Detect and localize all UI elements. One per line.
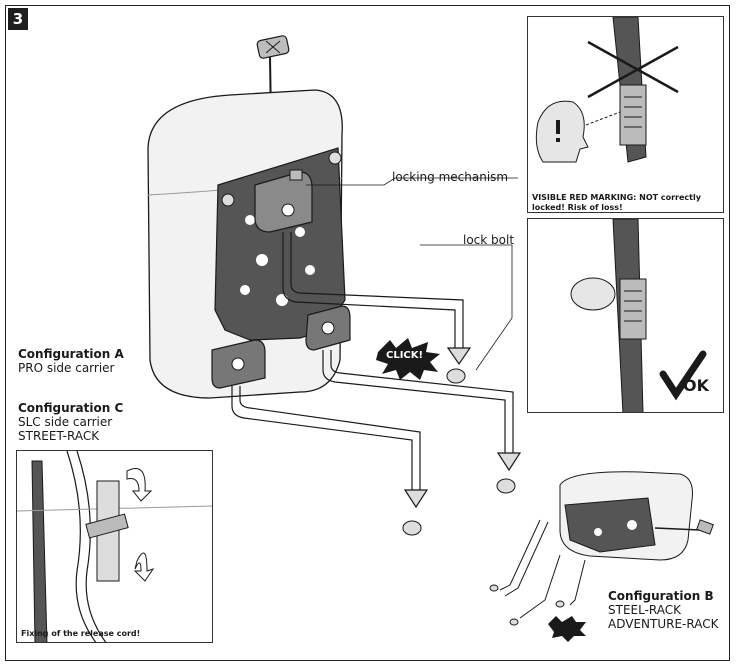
movement-arrows [231,232,522,509]
config-c-title: Configuration C [18,401,124,415]
config-a-title: Configuration A [18,347,124,361]
warning-caption-line2: locked! Risk of loss! [532,203,623,212]
label-lock-bolt: lock bolt [463,233,515,247]
config-c-label: Configuration C SLC side carrier STREET-… [18,401,123,443]
config-b-illustration [489,471,714,642]
warning-caption-line1: VISIBLE RED MARKING: NOT correctly [532,193,701,202]
click-burst-small [548,616,586,642]
config-b-label: Configuration B STEEL-RACK ADVENTURE-RAC… [608,589,718,631]
label-locking-mechanism: locking mechanism [392,170,509,184]
lock-bolts [402,368,516,536]
warning-caption: VISIBLE RED MARKING: NOT correctly locke… [532,193,701,212]
step-number-badge: 3 [8,8,28,30]
config-a-label: Configuration A PRO side carrier [18,347,124,375]
head-icon [535,100,589,163]
lower-hooks [211,305,351,389]
checkmark-icon [659,350,707,401]
cord-caption: Fixing of the release cord! [21,629,141,638]
config-b-line2: ADVENTURE-RACK [608,617,719,631]
config-a-line1: PRO side carrier [18,361,115,375]
figure-frame [5,5,730,661]
config-b-title: Configuration B [608,589,714,603]
locking-mechanism [254,169,313,233]
leader-lines [306,177,518,371]
inset-release-cord: Fixing of the release cord! [16,450,213,643]
click-label: CLICK! [386,350,424,361]
ok-label: OK [683,376,709,395]
click-burst [376,338,440,380]
inset-ok: OK [527,218,724,413]
inset-warning: VISIBLE RED MARKING: NOT correctly locke… [527,16,724,213]
config-b-line1: STEEL-RACK [608,603,682,617]
config-c-line2: STREET-RACK [18,429,100,443]
config-c-line1: SLC side carrier [18,415,113,429]
